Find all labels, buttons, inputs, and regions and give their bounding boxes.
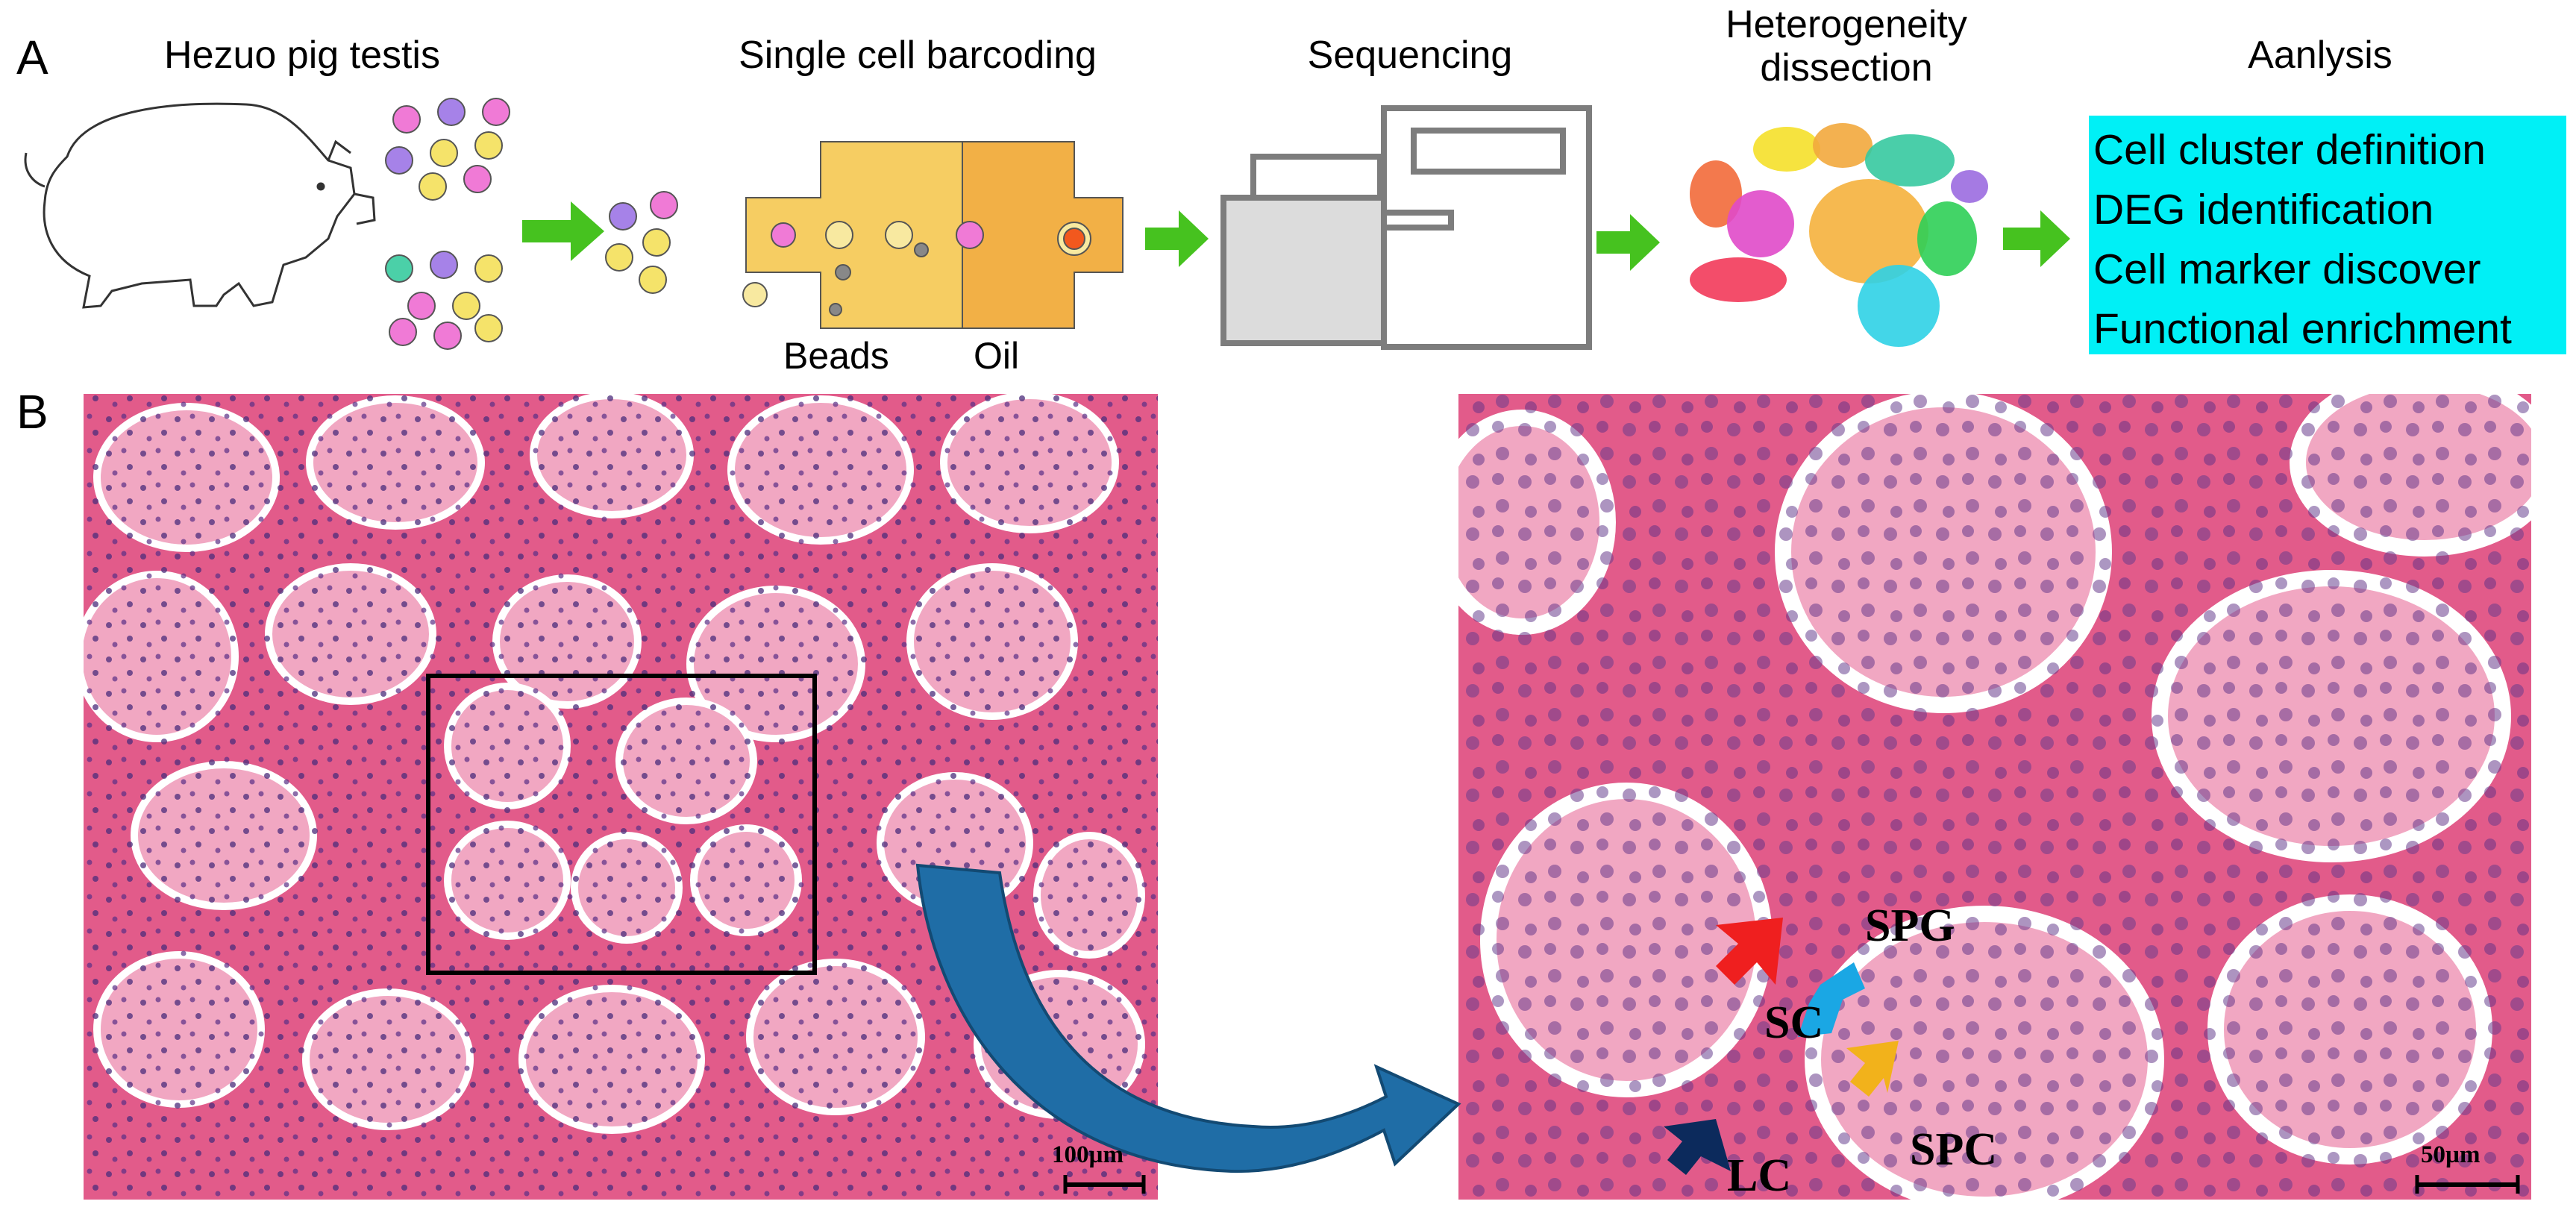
cell-input-cluster <box>605 191 678 294</box>
histology-image-high-mag <box>1458 394 2531 1200</box>
microfluidic-chip <box>742 141 1124 329</box>
histology-image-low-mag <box>84 394 1158 1200</box>
cell-cluster-bottom <box>385 251 503 350</box>
chip-label-oil: Oil <box>974 335 1020 377</box>
process-arrow-4 <box>2003 210 2070 267</box>
cell-cluster-top <box>385 98 510 201</box>
chip-label-beads: Beads <box>783 335 889 377</box>
cell-label-spc: SPC <box>1910 1124 1998 1175</box>
step-label-barcoding: Single cell barcoding <box>739 34 1097 77</box>
scale-label-left: 100µm <box>1052 1141 1124 1168</box>
zoom-arrow <box>915 863 1461 1173</box>
step-label-sequencing: Sequencing <box>1307 34 1513 77</box>
cell-label-spg: SPG <box>1865 900 1955 951</box>
panel-a-letter: A <box>16 31 48 84</box>
step-label-testis: Hezuo pig testis <box>164 34 440 77</box>
analysis-item-deg: DEG identification <box>2093 186 2434 233</box>
analysis-box: Cell cluster definition DEG identificati… <box>2089 116 2566 354</box>
step-label-heterogeneity: Heterogeneity dissection <box>1726 3 1967 90</box>
cell-label-sc: SC <box>1764 997 1824 1048</box>
sc-arrow <box>1716 918 1783 985</box>
analysis-item-cluster: Cell cluster definition <box>2093 126 2486 174</box>
process-arrow-1 <box>522 201 604 261</box>
spc-arrow <box>1846 1041 1899 1097</box>
analysis-item-marker: Cell marker discover <box>2093 245 2481 293</box>
cluster-plot <box>1690 123 1988 347</box>
process-arrow-2 <box>1145 210 1209 267</box>
sequencer-illustration <box>1220 105 1592 350</box>
step-label-analysis: Aanlysis <box>2248 34 2392 77</box>
cell-label-lc: LC <box>1727 1150 1792 1201</box>
zoom-region-box <box>426 674 817 975</box>
process-arrow-3 <box>1596 214 1660 271</box>
panel-b-letter: B <box>16 385 48 439</box>
scale-label-right: 50µm <box>2421 1141 2481 1168</box>
lc-arrow <box>1664 1119 1731 1175</box>
spg-arrow <box>1798 962 1865 1037</box>
pig-illustration <box>24 102 376 309</box>
analysis-item-enrichment: Functional enrichment <box>2093 305 2512 353</box>
